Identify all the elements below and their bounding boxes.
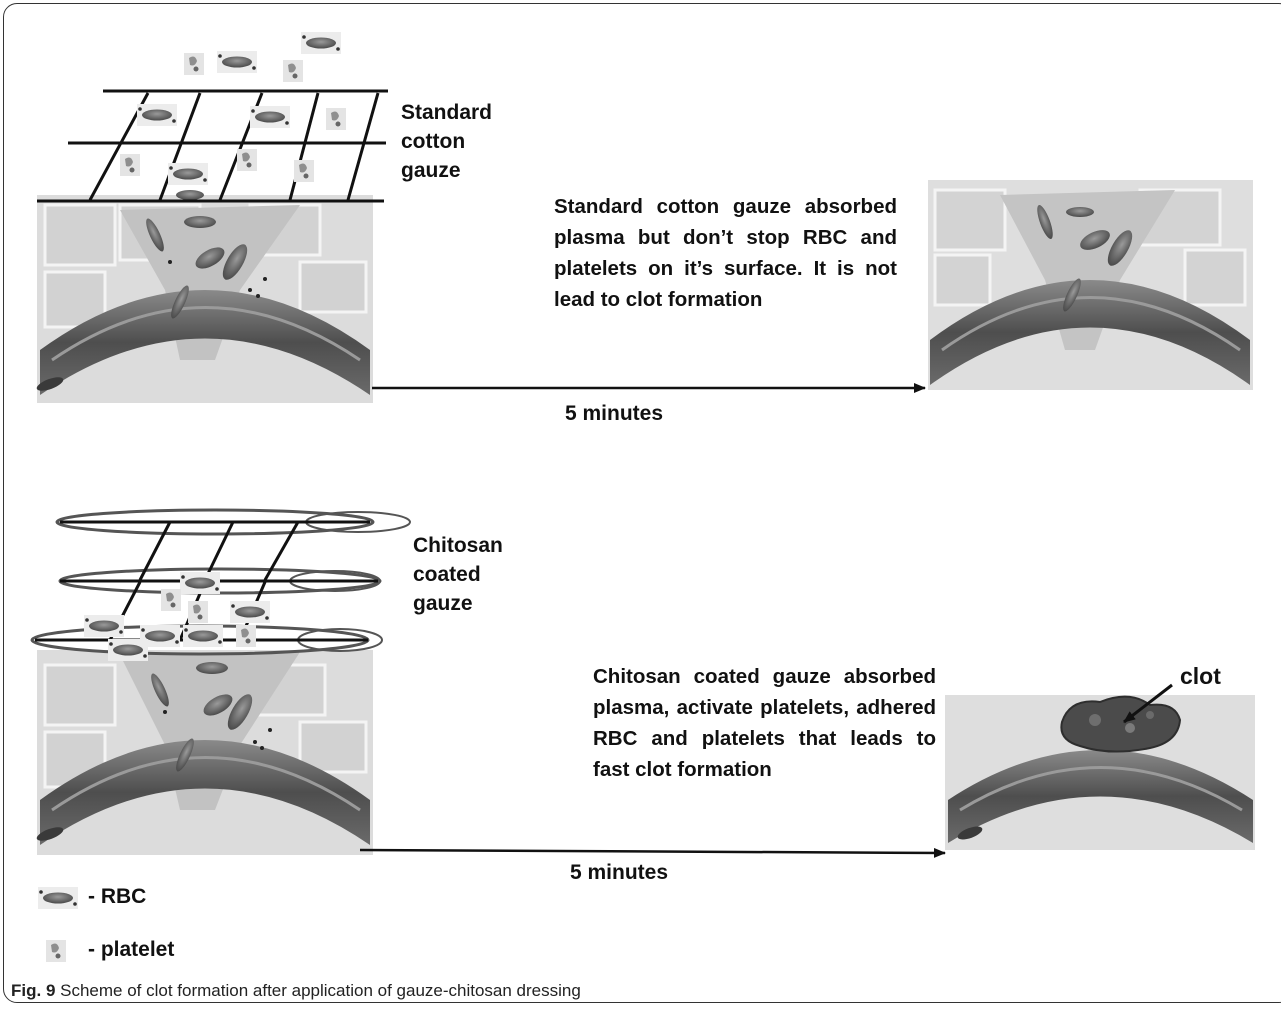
bottom-panel-cells xyxy=(84,572,270,661)
legend-platelet-icon xyxy=(46,940,66,962)
time-arrow-bottom xyxy=(360,850,945,853)
legend-rbc-label: - RBC xyxy=(88,885,146,909)
bottom-time-label: 5 minutes xyxy=(570,858,668,887)
clot-mass xyxy=(1061,697,1180,752)
legend-rbc-icon xyxy=(38,887,78,909)
tissue-illustration-top xyxy=(35,190,373,403)
top-time-label: 5 minutes xyxy=(565,399,663,428)
cotton-gauze-grid xyxy=(37,91,388,201)
chitosan-gauze-label: Chitosan coated gauze xyxy=(413,531,503,618)
result-illustration-top xyxy=(928,180,1253,390)
clot-label: clot xyxy=(1180,662,1221,691)
figure-number: Fig. 9 xyxy=(11,981,55,1000)
chitosan-gauze-description: Chitosan coated gauze absorbed plasma, a… xyxy=(593,661,936,785)
top-panel-cells xyxy=(120,32,346,185)
figure-caption: Fig. 9 Scheme of clot formation after ap… xyxy=(11,981,581,1001)
figure-caption-text: Scheme of clot formation after applicati… xyxy=(60,981,581,1000)
standard-gauze-description: Standard cotton gauze absorbed plasma bu… xyxy=(554,191,897,315)
standard-gauze-label: Standard cotton gauze xyxy=(401,98,492,185)
legend-platelet-label: - platelet xyxy=(88,938,174,962)
tissue-illustration-bottom xyxy=(35,650,373,855)
